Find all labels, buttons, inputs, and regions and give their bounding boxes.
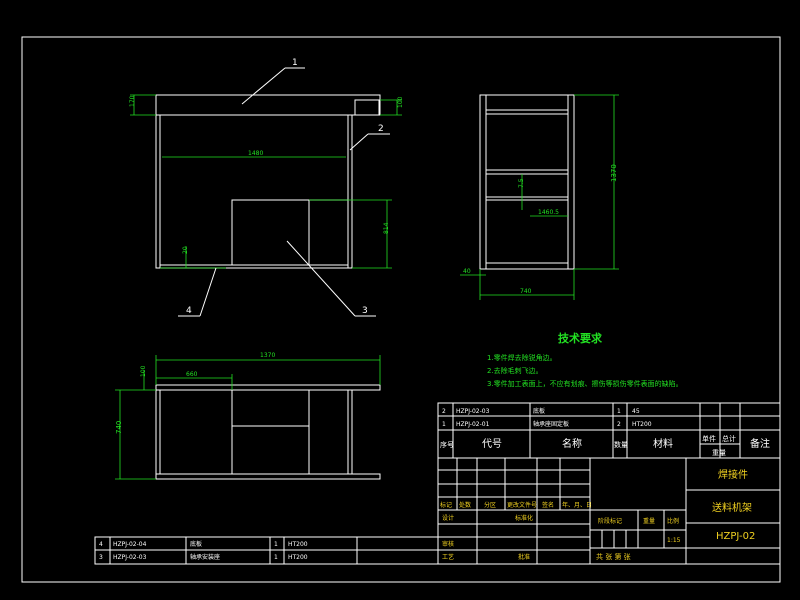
dim-top-height: 740 [115, 421, 123, 434]
rev-zone: 分区 [484, 501, 496, 509]
tech-item-2: 2.去除毛刺飞边。 [487, 366, 543, 375]
bom-row-1-qty: 2 [617, 421, 621, 428]
tech-item-3: 3.零件加工表面上，不应有划痕、擦伤等损伤零件表面的缺陷。 [487, 379, 683, 388]
bom-row-1-name: 轴承座固定板 [533, 420, 569, 428]
dim-front-bottom: 20 [182, 246, 189, 254]
rev-count: 处数 [459, 501, 471, 509]
dim-side-width: 740 [520, 288, 532, 295]
bom-row-2-name: 底板 [533, 407, 545, 415]
bom-row-1-material: HT200 [632, 421, 652, 428]
side-view: 1370 7.5 1460.5 740 40 [460, 94, 619, 300]
bom-table: 2 HZPJ-02-03 底板 1 45 1 HZPJ-02-01 轴承座固定板… [437, 402, 781, 459]
dim-side-offset: 40 [463, 268, 471, 275]
bom-header-unit: 单件 [702, 434, 716, 443]
rev-date: 年、月、日 [562, 501, 592, 509]
rev-doc: 更改文件号 [507, 501, 537, 509]
bom-row-2-code: HZPJ-02-03 [456, 408, 490, 415]
lower-bom-table: 4 HZPJ-02-04 底板 1 HT200 3 HZPJ-02-03 轴承安… [94, 536, 439, 565]
lower-row-4-code: HZPJ-02-04 [113, 541, 147, 548]
balloon-2: 2 [378, 124, 384, 134]
bom-header-qty: 数量 [614, 440, 628, 449]
tb-stage: 阶段标记 [598, 517, 622, 525]
technical-requirements: 技术要求 1.零件焊去除锐角边。 2.去除毛刺飞边。 3.零件加工表面上，不应有… [487, 331, 683, 388]
dim-side-inner: 1460.5 [538, 209, 559, 216]
bom-header-weight: 重量 [712, 449, 726, 457]
balloon-1: 1 [292, 58, 298, 68]
tb-weight: 重量 [643, 517, 655, 525]
bom-header-no: 序号 [440, 440, 454, 449]
bom-header-remark: 备注 [750, 437, 770, 450]
lower-row-4-qty: 1 [274, 541, 278, 548]
bom-row-1-no: 1 [442, 421, 446, 428]
balloon-4: 4 [186, 306, 192, 316]
rev-mark: 标记 [440, 501, 452, 509]
tb-code: HZPJ-02 [716, 531, 755, 542]
dim-front-height-left: 170 [129, 95, 136, 107]
dim-top-overall: 1370 [260, 352, 275, 359]
tb-type: 焊接件 [718, 468, 748, 481]
tb-design: 设计 [442, 514, 454, 522]
bom-row-2-material: 45 [632, 408, 640, 415]
bom-row-2-qty: 1 [617, 408, 621, 415]
dim-top-small: 100 [140, 365, 147, 377]
tech-title: 技术要求 [558, 331, 603, 345]
lower-row-3-no: 3 [99, 554, 103, 561]
lower-row-3-qty: 1 [274, 554, 278, 561]
balloon-3: 3 [362, 306, 368, 316]
tb-review: 审核 [442, 540, 454, 548]
tech-item-1: 1.零件焊去除锐角边。 [487, 353, 557, 362]
bom-header-material: 材料 [653, 437, 673, 450]
drawing-border [21, 36, 781, 583]
tb-sheets: 共 张 第 张 [596, 552, 631, 561]
dim-side-mid: 7.5 [518, 178, 525, 188]
bom-row-1-code: HZPJ-02-01 [456, 421, 490, 428]
dim-front-width: 1480 [248, 150, 263, 157]
bom-header-total: 总计 [722, 434, 736, 443]
dim-front-height-right: 814 [383, 222, 390, 234]
bom-header-name: 名称 [562, 437, 582, 450]
dim-front-top-right: 100 [397, 96, 404, 108]
tb-process: 工艺 [442, 553, 454, 561]
bom-row-2-no: 2 [442, 408, 446, 415]
tb-name: 送料机架 [712, 501, 752, 514]
bom-header-code: 代号 [482, 438, 502, 450]
lower-row-4-material: HT200 [288, 541, 308, 548]
top-view: 1370 660 100 740 [115, 352, 381, 480]
lower-row-3-material: HT200 [288, 554, 308, 561]
lower-row-3-name: 轴承安装座 [190, 553, 220, 561]
lower-row-4-name: 底板 [190, 540, 202, 548]
rev-sign: 签名 [542, 501, 554, 509]
tb-scale: 比例 [667, 517, 679, 525]
dim-top-left: 660 [186, 371, 198, 378]
lower-row-3-code: HZPJ-02-03 [113, 554, 147, 561]
tb-scale-value: 1:15 [667, 537, 681, 544]
lower-row-4-no: 4 [99, 541, 103, 548]
front-view: 170 1480 100 814 20 1 2 3 4 [129, 58, 404, 317]
title-block: 标记 处数 分区 更改文件号 签名 年、月、日 设计 标准化 审核 工艺 批准 … [437, 457, 781, 565]
dim-side-height: 1370 [610, 164, 618, 182]
tb-approve: 批准 [518, 553, 530, 561]
tb-standardize: 标准化 [515, 514, 533, 522]
